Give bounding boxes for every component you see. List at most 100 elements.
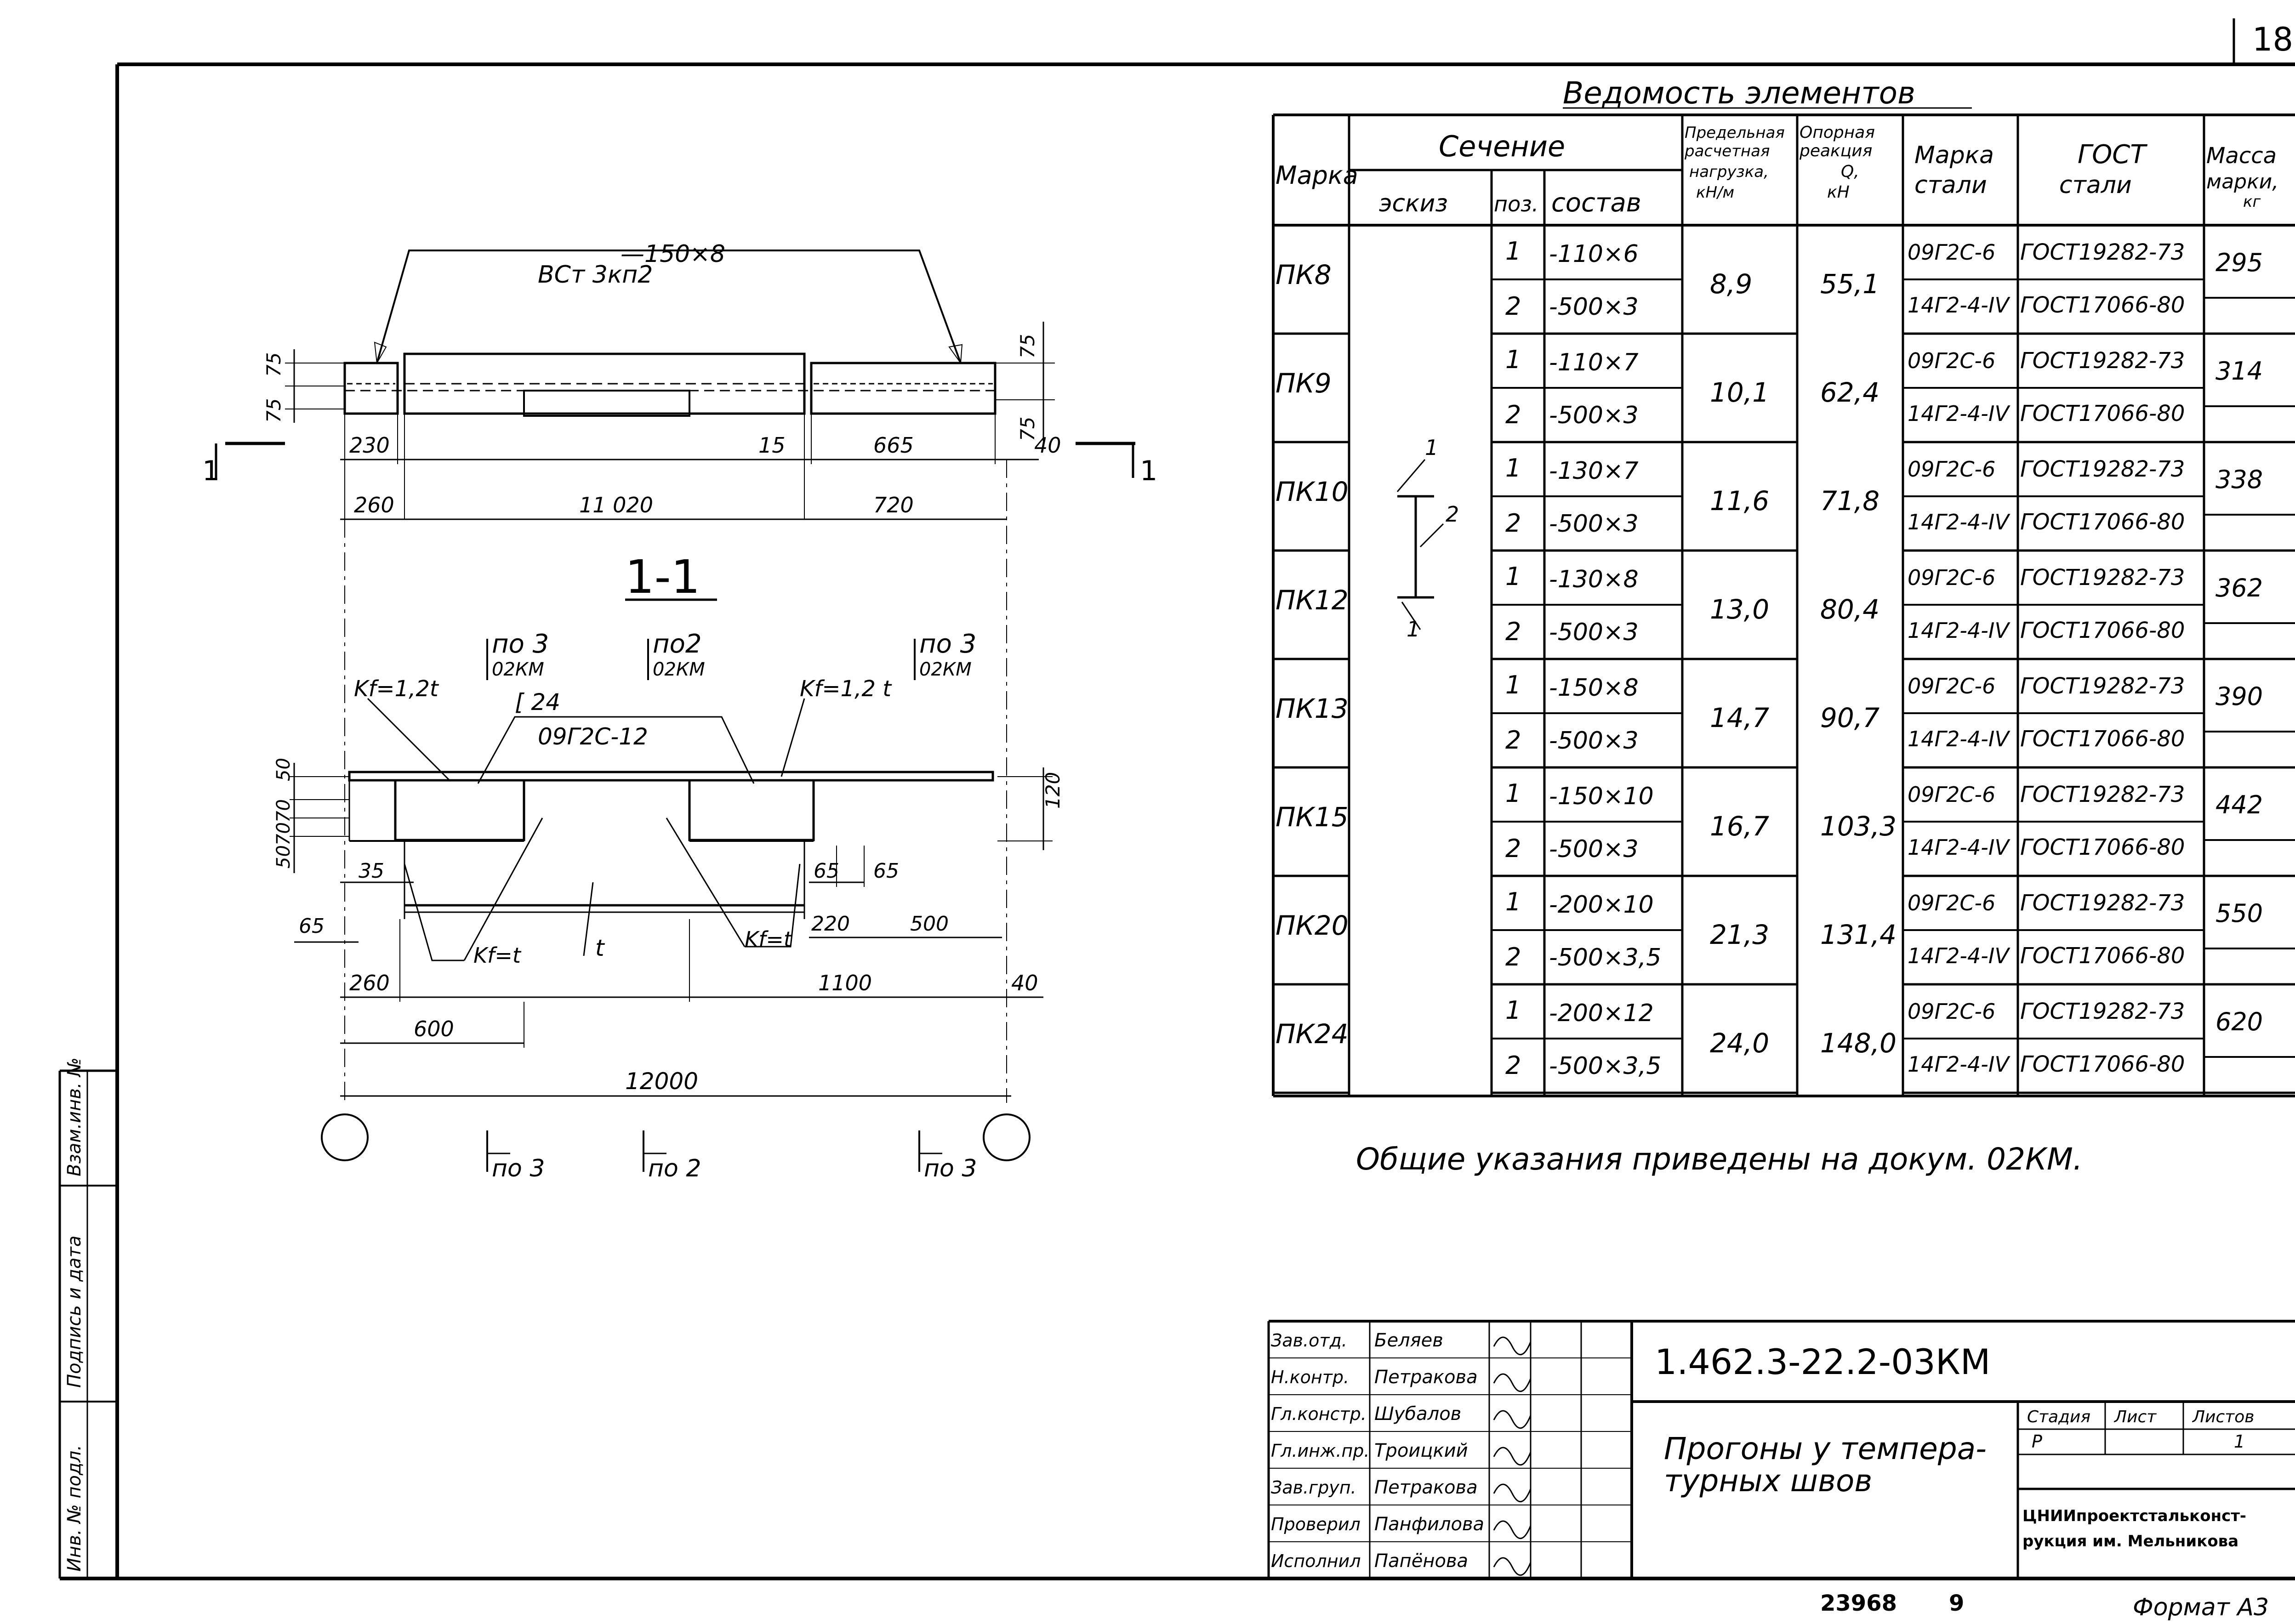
row-load: 21,3 xyxy=(1710,919,1769,950)
header-steel-1: Марка xyxy=(1914,142,1994,169)
row-mark: ПК8 xyxy=(1276,259,1332,290)
org-line-1: ЦНИИпроектстальконст- xyxy=(2022,1507,2246,1525)
ref-right-doc: 02КМ xyxy=(919,659,972,680)
doc-code: 1.462.3-22.2-03КМ xyxy=(1655,1341,1990,1382)
ref-right: по 3 xyxy=(919,629,976,659)
row-load: 11,6 xyxy=(1710,485,1769,517)
dim-75-a: 75 xyxy=(262,352,285,377)
row-steel-2: 14Г2-4-IV xyxy=(1908,293,2010,318)
dim-260-b: 260 xyxy=(349,971,390,995)
header-react-3: Q, xyxy=(1841,162,1859,181)
row-reaction: 90,7 xyxy=(1820,702,1879,733)
dim-15: 15 xyxy=(758,433,786,458)
row-composition-2: -500×3 xyxy=(1549,835,1639,863)
dim-75-b: 75 xyxy=(262,398,285,423)
row-mass: 314 xyxy=(2215,357,2263,386)
row-steel-1: 09Г2С-6 xyxy=(1908,348,1995,373)
row-gost-1: ГОСТ19282-73 xyxy=(2020,890,2185,916)
row-composition-1: -110×6 xyxy=(1549,240,1639,268)
row-steel-1: 09Г2С-6 xyxy=(1908,891,1995,915)
dim-65-b: 65 xyxy=(873,859,899,883)
signatory-name: Петракова xyxy=(1374,1477,1478,1498)
row-mass: 338 xyxy=(2215,465,2263,494)
margin-label-signature: Подпись и дата xyxy=(64,1236,85,1388)
general-note: Общие указания приведены на докум. 02КМ. xyxy=(1356,1141,2083,1177)
row-poz-2: 2 xyxy=(1505,400,1521,429)
row-reaction: 80,4 xyxy=(1820,594,1879,625)
row-steel-1: 09Г2С-6 xyxy=(1908,457,1995,482)
header-steel-2: стали xyxy=(1914,171,1987,199)
signatory-row: Зав.груп.Петракова xyxy=(1269,1468,1632,1503)
dim-40-b: 40 xyxy=(1011,971,1038,995)
row-poz-1: 1 xyxy=(1505,996,1521,1025)
row-reaction: 62,4 xyxy=(1820,377,1879,408)
signatory-name: Петракова xyxy=(1374,1367,1478,1388)
row-gost-2: ГОСТ17066-80 xyxy=(2020,292,2185,318)
signatory-role: Гл.констр. xyxy=(1271,1404,1367,1424)
row-poz-2: 2 xyxy=(1505,726,1521,755)
ref-left: по 3 xyxy=(492,629,549,659)
section-marker-left: 1 xyxy=(202,455,220,487)
signatory-row: Гл.констр.Шубалов xyxy=(1269,1394,1632,1429)
row-poz-1: 1 xyxy=(1505,454,1521,483)
table-title: Ведомость элементов xyxy=(1563,75,1915,111)
dim-70-b: 70 xyxy=(273,822,294,846)
row-gost-2: ГОСТ17066-80 xyxy=(2020,943,2185,969)
row-load: 8,9 xyxy=(1710,268,1752,300)
kf-bottom-left-label: Kf=t xyxy=(473,943,522,968)
signatory-name: Беляев xyxy=(1374,1330,1443,1351)
ref-mid: по2 xyxy=(653,629,702,659)
header-sostav: состав xyxy=(1551,188,1641,218)
row-gost-2: ГОСТ17066-80 xyxy=(2020,618,2185,643)
header-mass-2: марки, xyxy=(2206,170,2278,193)
header-gost-2: стали xyxy=(2059,171,2132,199)
signatory-row: Зав.отд.Беляев xyxy=(1271,1330,1532,1356)
signatory-role: Гл.инж.пр. xyxy=(1271,1441,1369,1461)
row-composition-2: -500×3 xyxy=(1549,293,1639,321)
stage-label: Стадия xyxy=(2027,1408,2090,1426)
row-steel-1: 09Г2С-6 xyxy=(1908,782,1995,807)
header-eskiz: эскиз xyxy=(1379,190,1448,217)
row-mass: 295 xyxy=(2215,248,2263,277)
dim-35: 35 xyxy=(359,859,384,883)
row-poz-1: 1 xyxy=(1505,779,1521,808)
signatory-role: Исполнил xyxy=(1271,1551,1361,1571)
row-steel-2: 14Г2-4-IV xyxy=(1908,510,2010,534)
row-steel-1: 09Г2С-6 xyxy=(1908,999,1995,1024)
row-composition-2: -500×3 xyxy=(1549,402,1639,429)
row-poz-1: 1 xyxy=(1505,887,1521,916)
signature-mark xyxy=(1493,1373,1532,1392)
dim-65-c: 65 xyxy=(299,914,325,938)
header-poz: поз. xyxy=(1494,192,1538,216)
row-steel-2: 14Г2-4-IV xyxy=(1908,943,2010,968)
section-marker-right: 1 xyxy=(1140,455,1157,487)
row-poz-2: 2 xyxy=(1505,834,1521,863)
dim-220: 220 xyxy=(811,912,850,936)
dim-50-a: 50 xyxy=(273,758,294,781)
sheet-number: 18 xyxy=(2252,21,2293,58)
row-poz-2: 2 xyxy=(1505,1051,1521,1080)
section-sketch: 1 2 1 xyxy=(1396,435,1459,642)
kf-left-label: Kf=1,2t xyxy=(354,676,439,702)
doc-title-1: Прогоны у темпера- xyxy=(1664,1431,1987,1466)
stamp-format: Формат А3 xyxy=(2133,1594,2269,1621)
signature-mark xyxy=(1493,1520,1532,1539)
header-react-4: кН xyxy=(1827,183,1850,202)
row-composition-2: -500×3 xyxy=(1549,619,1639,646)
dim-40: 40 xyxy=(1034,433,1061,458)
row-gost-1: ГОСТ19282-73 xyxy=(2020,782,2185,807)
margin-label-replace: Взам.инв. № xyxy=(64,1057,85,1176)
stamp-page: 9 xyxy=(1949,1590,1964,1616)
row-gost-2: ГОСТ17066-80 xyxy=(2020,401,2185,426)
signatory-name: Папёнова xyxy=(1374,1550,1468,1572)
header-sechenie: Сечение xyxy=(1439,130,1565,163)
sketch-label-2: 2 xyxy=(1446,502,1459,527)
row-poz-2: 2 xyxy=(1505,943,1521,971)
row-gost-1: ГОСТ19282-73 xyxy=(2020,348,2185,374)
row-reaction: 55,1 xyxy=(1820,268,1879,300)
